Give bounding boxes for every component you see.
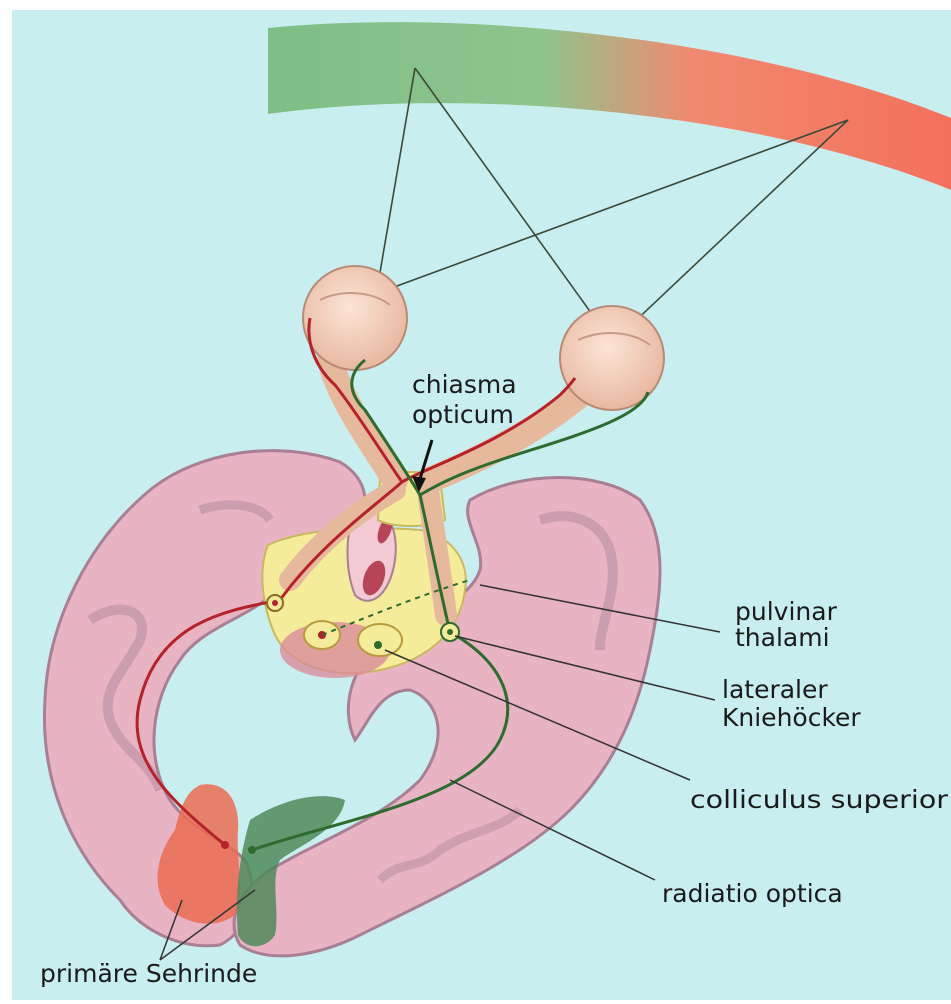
label-colliculus: colliculus superior	[690, 785, 949, 814]
label-lateral-line2: Kniehöcker	[722, 703, 861, 732]
label-lateral-line1: lateraler	[722, 675, 828, 704]
label-chiasma-line1: chiasma	[412, 370, 517, 399]
label-primaere-sehrinde: primäre Sehrinde	[40, 959, 257, 988]
left-eye	[303, 266, 407, 370]
colliculus-nucleus	[358, 624, 402, 656]
label-chiasma-line2: opticum	[412, 400, 514, 429]
label-pulvinar-line2: thalami	[735, 623, 830, 652]
label-radiatio: radiatio optica	[662, 879, 843, 908]
label-pulvinar-line1: pulvinar	[735, 597, 838, 626]
